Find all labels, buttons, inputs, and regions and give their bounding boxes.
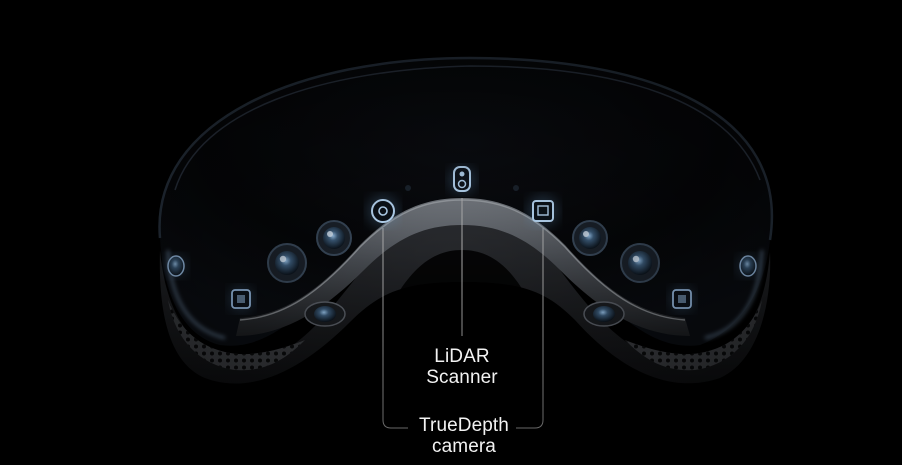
lidar-label-line1: LiDAR <box>434 346 490 367</box>
truedepth-label-line2: camera <box>432 436 496 457</box>
flood-illuminator-icon <box>527 195 559 227</box>
downward-camera-icon <box>304 301 346 327</box>
truedepth-camera-label: TrueDepth camera <box>384 415 544 457</box>
lidar-scanner-icon <box>448 166 476 194</box>
lidar-label-line2: Scanner <box>426 367 498 388</box>
main-camera-icon <box>572 220 608 256</box>
main-camera-icon <box>267 243 307 283</box>
side-camera-icon <box>736 254 760 278</box>
lidar-scanner-label: LiDAR Scanner <box>382 346 542 388</box>
ir-illuminator-icon <box>669 286 695 312</box>
main-camera-icon <box>316 220 352 256</box>
truedepth-label-line1: TrueDepth <box>419 415 509 436</box>
side-camera-icon <box>164 254 188 278</box>
downward-camera-icon <box>583 301 625 327</box>
main-camera-icon <box>620 243 660 283</box>
truedepth-camera-icon <box>367 195 399 227</box>
ir-illuminator-icon <box>228 286 254 312</box>
